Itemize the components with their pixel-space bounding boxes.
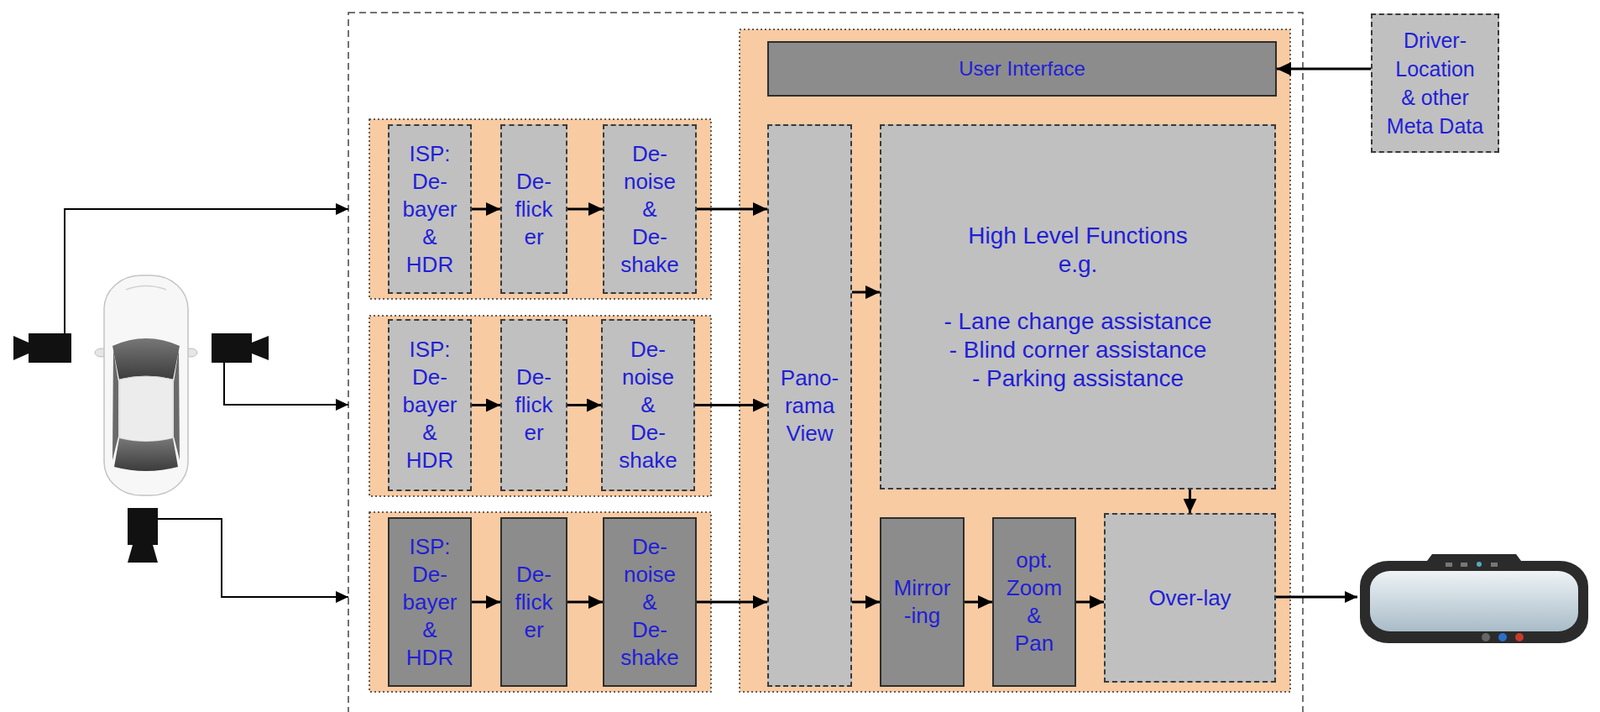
process-box: ISP: De- bayer & HDR [387, 124, 472, 294]
camera-pipeline-group [369, 119, 712, 299]
box-label: ISP: De- bayer & HDR [392, 140, 467, 279]
flow-arrow [696, 601, 768, 604]
box-label: De- flick er [505, 560, 563, 644]
box-label: ISP: De- bayer & HDR [392, 533, 467, 672]
flow-arrow [696, 208, 768, 211]
camera-wire [157, 518, 349, 597]
camera-pipeline-group [369, 315, 712, 497]
interface-box: User Interface [767, 41, 1277, 97]
flow-arrow [1276, 67, 1371, 71]
process-box: De- noise & De- shake [602, 124, 697, 294]
output-wire [1275, 596, 1358, 599]
input-box: Driver- Location & other Meta Data [1370, 13, 1500, 153]
camera-lens [251, 335, 269, 361]
box-label: De- flick er [505, 167, 563, 251]
list-item: - Parking assistance [972, 364, 1184, 393]
flow-arrow [471, 208, 501, 211]
box-label: Mirror -ing [884, 574, 960, 630]
car-rear-window [114, 438, 178, 471]
box-label: Driver- Location & other Meta Data [1385, 26, 1485, 141]
flow-arrow [852, 291, 880, 294]
box-label: Pano- rama View [772, 364, 848, 448]
box-label: User Interface [958, 56, 1086, 82]
box-label: De- flick er [505, 363, 563, 447]
process-box: ISP: De- bayer & HDR [387, 318, 472, 492]
process-box: Mirror -ing [879, 517, 965, 687]
mirror-mount [1427, 554, 1522, 561]
mirror-button [1498, 632, 1507, 642]
process-box: De- flick er [500, 124, 568, 294]
flow-arrow [1076, 601, 1104, 604]
box-label: ISP: De- bayer & HDR [392, 335, 467, 475]
car-windshield [112, 338, 180, 380]
camera-pipeline-group [369, 512, 712, 692]
camera-icon [211, 333, 252, 363]
box-label: opt. Zoom & Pan [997, 546, 1072, 658]
camera-wire [224, 362, 349, 405]
flow-arrow [471, 403, 501, 407]
box-label: De- noise & De- shake [607, 140, 692, 279]
process-box: De- flick er [500, 517, 568, 687]
mirror-glass [1369, 570, 1579, 632]
flow-arrow [852, 601, 880, 604]
camera-icon [127, 507, 158, 545]
process-box: De- noise & De- shake [601, 318, 696, 492]
process-box: De- noise & De- shake [602, 517, 697, 687]
car-background [69, 270, 231, 502]
system-boundary [348, 12, 1303, 712]
process-box: opt. Zoom & Pan [992, 517, 1077, 687]
list-item: - Blind corner assistance [949, 335, 1208, 365]
camera-lens [13, 335, 29, 361]
car-side-window [173, 349, 180, 461]
process-box: De- flick er [500, 318, 568, 492]
box-label: De- noise & De- shake [606, 335, 691, 475]
camera-wire [64, 209, 349, 334]
mirror-button [1481, 632, 1491, 642]
mirror-button [1445, 562, 1453, 567]
function-box: High Level Functions e.g. - Lane change a… [879, 124, 1276, 490]
mirror-button [1515, 632, 1524, 642]
car-side-window [112, 349, 119, 461]
flow-arrow [471, 601, 501, 604]
flow-arrow [964, 601, 993, 604]
box-label: High Level Functions e.g. [962, 221, 1194, 279]
mirror-button [1460, 562, 1468, 567]
camera-lens [127, 544, 158, 563]
list-item: - Lane change assistance [943, 307, 1212, 336]
flow-arrow [1188, 489, 1192, 513]
flow-arrow [567, 403, 602, 407]
mirror-button [1490, 562, 1498, 567]
flow-arrow [695, 403, 768, 407]
flow-arrow [567, 208, 603, 211]
camera-icon [28, 333, 72, 363]
box-label: Over-lay [1148, 584, 1231, 612]
car-body [104, 275, 189, 496]
process-box: ISP: De- bayer & HDR [387, 517, 472, 687]
process-box: Over-lay [1103, 512, 1276, 683]
processing-group [739, 29, 1291, 692]
car-hood-line [125, 286, 167, 291]
mirror-indicator [1476, 561, 1482, 567]
process-box: Pano- rama View [767, 124, 853, 687]
mirror-housing [1359, 560, 1589, 644]
flow-arrow [567, 601, 603, 604]
box-label: De- noise & De- shake [607, 533, 692, 672]
car-roof [119, 376, 173, 442]
